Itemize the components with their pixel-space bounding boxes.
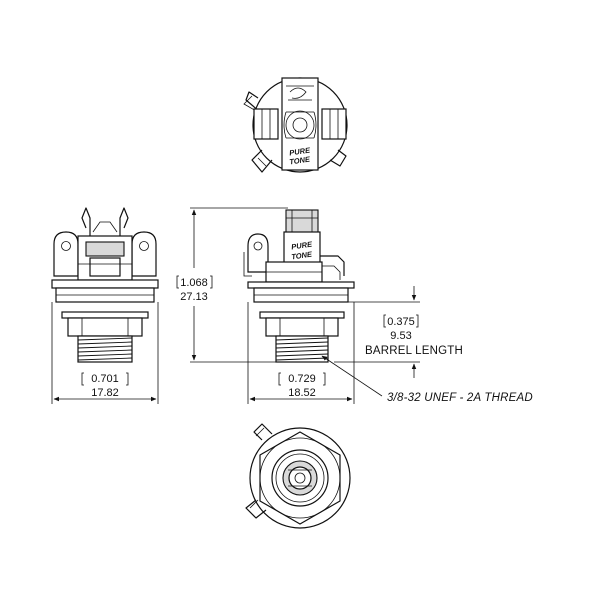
- side-view-threaded-barrel: [275, 335, 329, 363]
- front-view-contact-left: [81, 207, 91, 238]
- front-view-contact-right: [119, 207, 129, 238]
- bottom-view: [245, 423, 351, 529]
- side-view-lug-left: [247, 233, 269, 273]
- top-view-brand-line2: TONE: [289, 154, 312, 166]
- overall-height-brackets: [176, 275, 213, 289]
- top-view-tab-upper-left: [245, 91, 261, 113]
- front-view-lug-right: [131, 231, 157, 277]
- bottom-view-thread-circle: [271, 449, 329, 507]
- side-view-spring-right: [320, 255, 345, 276]
- front-view-washer: [61, 311, 149, 319]
- front-width-mm: 17.82: [91, 387, 119, 399]
- side-view-brand-line1: PURE: [291, 239, 314, 251]
- front-view-threaded-barrel: [77, 335, 133, 363]
- side-width-brackets: [278, 372, 326, 386]
- front-view-lug-left: [53, 231, 79, 277]
- side-width-inches: 0.729: [288, 373, 316, 385]
- barrel-length-label: BARREL LENGTH: [365, 345, 463, 357]
- front-view-frame: [51, 279, 159, 289]
- side-view: PURE TONE: [176, 207, 533, 404]
- side-view-washer: [259, 311, 345, 319]
- side-view-brand-line2: TONE: [291, 249, 314, 261]
- bottom-view-tab-lower: [245, 499, 267, 519]
- barrel-mm: 9.53: [390, 330, 411, 342]
- side-view-nut: [265, 317, 339, 337]
- overall-height-mm: 27.13: [180, 291, 208, 303]
- top-view-left-block: [253, 108, 279, 140]
- front-view: 0.701 17.82: [51, 207, 159, 404]
- top-view-tab-lower-left: [251, 149, 273, 173]
- thread-note: 3/8-32 UNEF - 2A THREAD: [387, 392, 533, 404]
- barrel-inches: 0.375: [387, 316, 415, 328]
- top-view-brand-line1: PURE: [289, 145, 312, 157]
- overall-height-inches: 1.068: [180, 277, 208, 289]
- bottom-view-hex-nut: [259, 431, 341, 525]
- front-view-nut: [67, 317, 143, 337]
- barrel-brackets: [383, 314, 419, 328]
- side-view-frame: [247, 281, 355, 289]
- front-width-inches: 0.701: [91, 373, 119, 385]
- bottom-view-tab-upper: [253, 423, 273, 441]
- front-width-brackets: [81, 372, 129, 386]
- side-width-mm: 18.52: [288, 387, 316, 399]
- top-view: PURE TONE: [243, 77, 348, 173]
- top-view-logo-mark: [289, 87, 307, 99]
- top-view-center-strip: [281, 77, 319, 171]
- top-view-right-block: [321, 108, 347, 140]
- thread-leader-line: [321, 355, 383, 397]
- bottom-view-frame-circle: [249, 427, 351, 529]
